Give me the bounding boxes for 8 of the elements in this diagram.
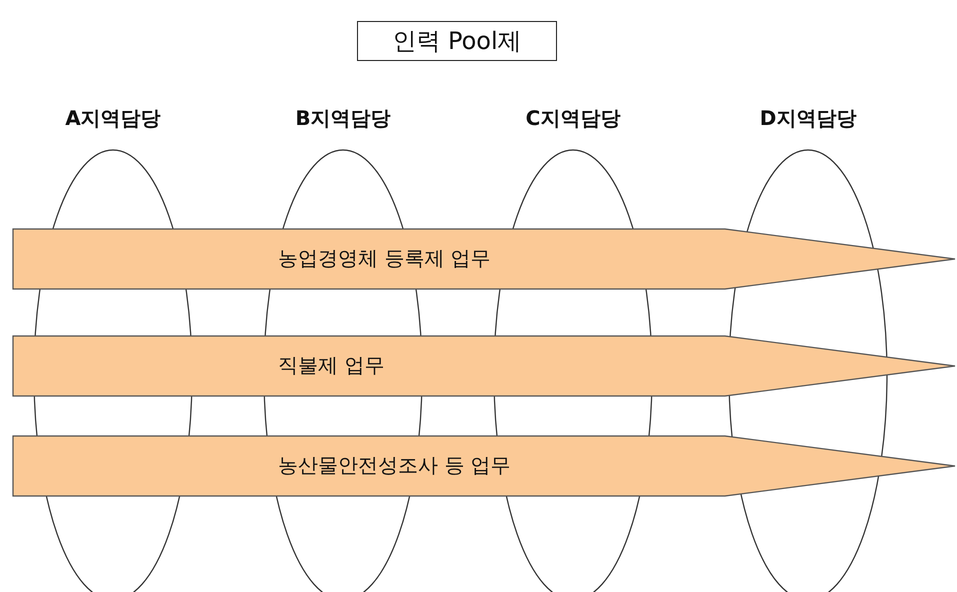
region-heading: D지역담당 <box>758 105 858 132</box>
region-heading: B지역담당 <box>294 105 392 132</box>
band-label: 농산물안전성조사 등 업무 <box>278 452 511 479</box>
title-box: 인력 Pool제 <box>357 21 557 61</box>
region-heading: A지역담당 <box>64 105 162 132</box>
region-heading: C지역담당 <box>524 105 622 132</box>
band-label: 농업경영체 등록제 업무 <box>278 245 491 272</box>
band-label: 직불제 업무 <box>278 352 384 379</box>
